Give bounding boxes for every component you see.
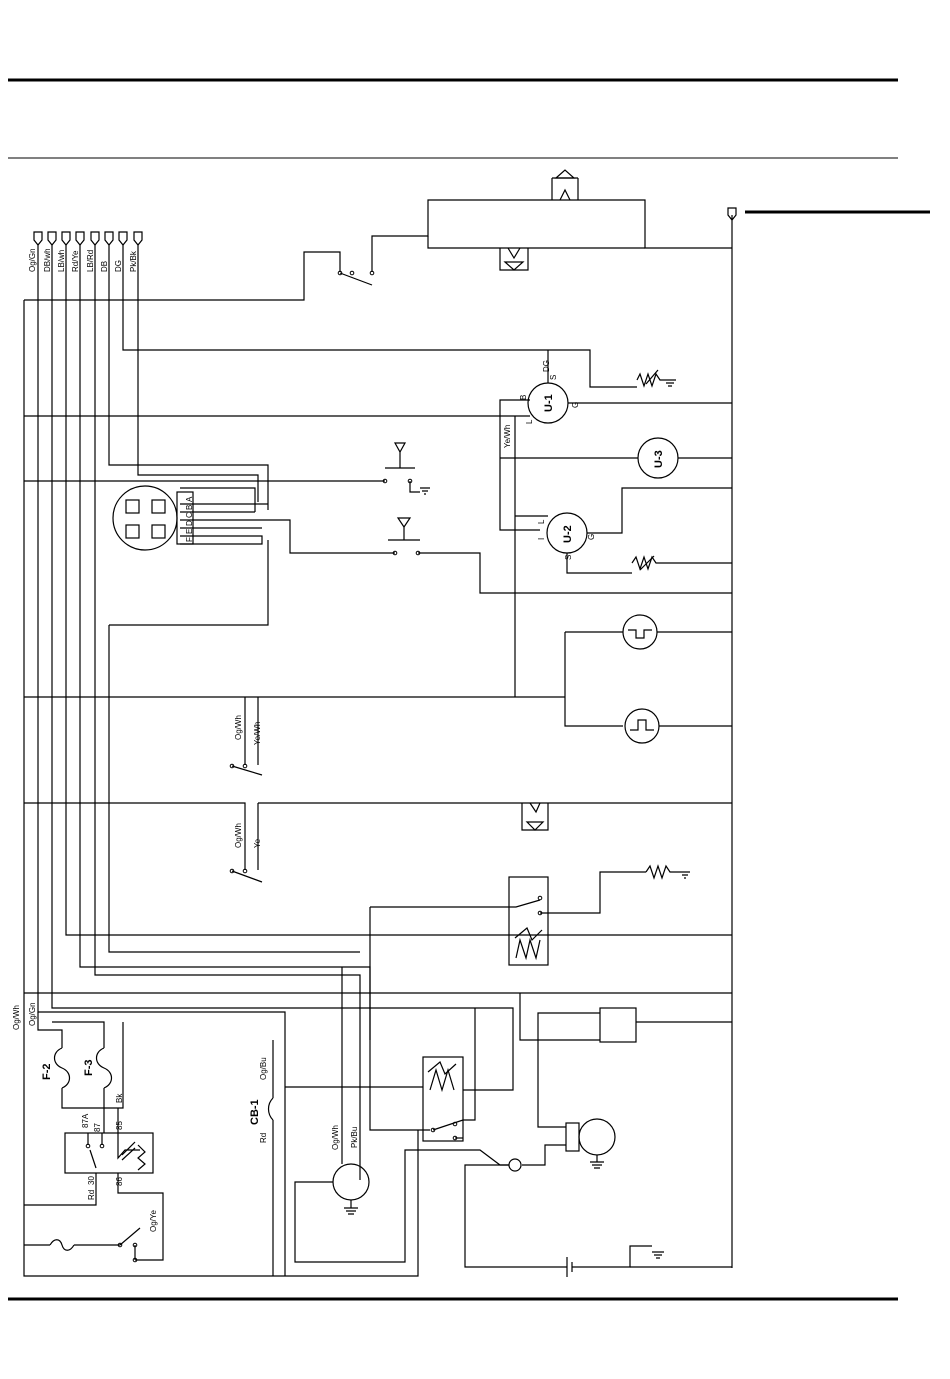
wire-label-dg: DG	[114, 260, 123, 272]
motor-label-og-wh: Og/Wh	[331, 1125, 340, 1150]
square-relay	[520, 993, 732, 1127]
top-diode-assembly	[338, 170, 732, 285]
top-connectors	[34, 232, 142, 245]
relay-pin-87: 87	[93, 1123, 102, 1132]
bottom-left-switch: Og/Ye	[24, 1210, 158, 1262]
relay-87a: 87A 87 85 30 86 Rd	[24, 1098, 163, 1260]
relay-wire-rd: Rd	[87, 1190, 96, 1200]
wire-connector-tab	[134, 232, 142, 245]
label-rd-cb: Rd	[259, 1133, 268, 1143]
cb1-label: CB-1	[249, 1099, 261, 1125]
u1-component: U-1 S DG B L G	[500, 350, 732, 530]
pin-d: D	[185, 520, 194, 526]
u1-label: U-1	[543, 394, 555, 412]
sw2-label-og-wh: Og/Wh	[234, 823, 243, 848]
pin-e: E	[185, 529, 194, 534]
wire-label-db-wh: DB/wh	[43, 248, 52, 272]
u2-label: U-2	[562, 525, 574, 543]
junction-node	[295, 1150, 560, 1267]
u3-label: U-3	[653, 450, 665, 468]
wire-label-og-gn: Og/Gn	[28, 248, 37, 272]
wire-label-rd-ye: Rd/Ye	[71, 250, 80, 272]
starter-motor	[522, 1119, 615, 1168]
label-og-ye: Og/Ye	[149, 1210, 158, 1232]
relay-pin-85: 85	[115, 1121, 124, 1130]
pin-b: B	[185, 505, 194, 510]
u3-component: U-3	[500, 438, 732, 478]
u1-pin-l: L	[525, 419, 534, 424]
wire-connector-tab	[34, 232, 42, 245]
pin-a: A	[185, 496, 194, 502]
wire-label-db: DB	[100, 261, 109, 272]
top-wire-labels: Og/Gn DB/wh LB/wh Rd/Ye LB/Rd DB DG Pk/B…	[28, 248, 138, 272]
wire-connector-tab	[76, 232, 84, 245]
switch-1: Og/Wh Ye/Wh	[230, 697, 262, 775]
u2-pin-l: L	[537, 519, 546, 524]
sw1-label-og-wh: Og/Wh	[234, 715, 243, 740]
label-og-gn-left: Og/Gn	[28, 1002, 37, 1026]
pump-motor: Og/Wh Pk/Bu	[331, 967, 369, 1214]
wire-connector-tab	[48, 232, 56, 245]
wire-connector-tab	[105, 232, 113, 245]
thermal-relay-block	[370, 866, 690, 1130]
wire-connector-tab	[119, 232, 127, 245]
fuse-f3-label: F-3	[83, 1060, 95, 1077]
ye-wh-label: Ye/Wh	[503, 425, 512, 448]
pin-f: F	[185, 537, 194, 542]
u1-pin-s: S	[549, 375, 558, 380]
fuse-f2-label: F-2	[41, 1064, 53, 1081]
relay-pin-86: 86	[115, 1177, 124, 1186]
battery	[560, 1246, 732, 1277]
lamp-1	[565, 615, 732, 726]
main-bus	[728, 208, 736, 1268]
horn-button-2	[388, 518, 732, 593]
wire-label-lb-wh: LB/wh	[57, 250, 66, 272]
circuit-breaker-cb1: Og/Bu CB-1 Rd	[249, 1040, 273, 1276]
lamp-2	[515, 697, 732, 743]
label-bk: Bk	[115, 1093, 124, 1103]
u2-pin-s: S	[564, 555, 573, 560]
relay-pin-87a: 87A	[81, 1113, 90, 1128]
motor-label-pk-bu: Pk/Bu	[350, 1127, 359, 1148]
u2-pin-g: G	[587, 534, 596, 540]
wire-connector-tab	[62, 232, 70, 245]
fuse-section: Og/Wh Og/Gn F-2 F-3 Bk	[12, 1002, 124, 1108]
pin-c: C	[185, 512, 194, 518]
u1-pin-dg: DG	[542, 360, 551, 372]
wire-label-pk-bk: Pk/Bk	[129, 250, 138, 272]
middle-relay	[285, 1008, 475, 1141]
u1-pin-b: B	[519, 395, 528, 400]
label-og-bu: Og/Bu	[259, 1057, 268, 1080]
horn-button-1	[383, 443, 430, 494]
u2-pin-i: I	[537, 538, 546, 540]
connector-block: A B C D E F	[113, 486, 194, 550]
harness-wires	[24, 244, 732, 1276]
wire-label-lb-rd: LB/Rd	[86, 250, 95, 272]
relay-pin-30: 30	[87, 1176, 96, 1185]
label-og-wh-left: Og/Wh	[12, 1005, 21, 1030]
wire-connector-tab	[91, 232, 99, 245]
diode-2	[522, 803, 548, 830]
